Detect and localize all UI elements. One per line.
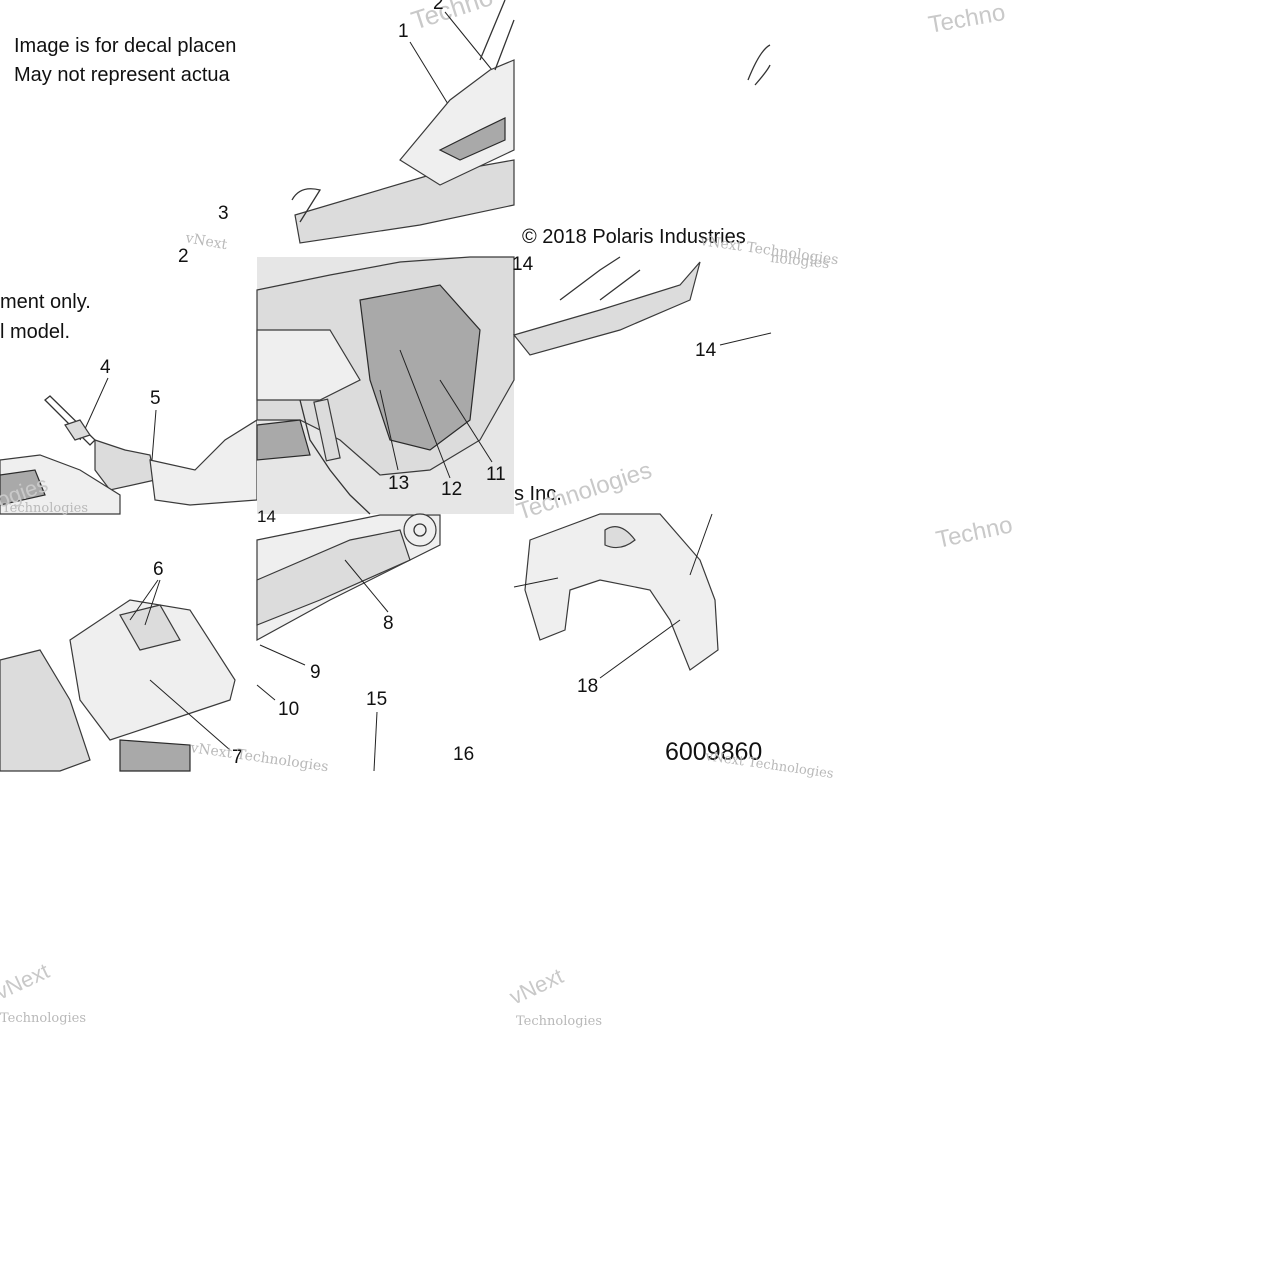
- ski-decal: [438, 117, 506, 161]
- callout-5: 5: [150, 388, 161, 409]
- rack-decal: [119, 604, 181, 651]
- tile-center: 13 12 11 14: [256, 254, 534, 515]
- note-line-1-right: ment only.: [0, 291, 91, 313]
- callout-16: 15: [366, 689, 387, 710]
- watermark-text: vNext: [0, 958, 53, 1004]
- tile-bottom-right: 18 6009860 vNext Technologies Techno: [513, 511, 1015, 782]
- note-line-2-right: l model.: [0, 321, 70, 343]
- shock-spring: [313, 398, 341, 462]
- gauge-pod: [94, 439, 156, 491]
- tile-middle-left: ment only. l model. 4 5 ogies Technologi…: [0, 291, 258, 516]
- leader-line-top: [689, 513, 713, 576]
- snowflap: [119, 739, 191, 772]
- callout-7: 7: [232, 747, 243, 768]
- spindle-2: [559, 256, 641, 301]
- watermark-text: Techno: [408, 0, 497, 36]
- leader-line-16: [373, 711, 378, 772]
- leader-line-7: [149, 679, 231, 751]
- bumper-hole: [604, 526, 636, 549]
- callout-11: 11: [486, 464, 506, 485]
- hood: [149, 418, 258, 506]
- idler-wheel: [403, 513, 437, 547]
- callout-14b: 14: [257, 507, 276, 526]
- callout-9: 9: [310, 662, 321, 683]
- side-panel-decal: [359, 284, 481, 451]
- chassis-decal: [256, 329, 361, 401]
- callout-18: 18: [577, 676, 598, 697]
- leader-line-13: [379, 389, 399, 471]
- seat: [0, 649, 91, 772]
- leader-line-2: [444, 11, 493, 71]
- leader-line-10: [256, 684, 276, 701]
- note-line-1-left: Image is for decal placen: [14, 35, 236, 57]
- tile-top-middle: Techno 1 2: [291, 0, 515, 244]
- note-line-2-left: May not represent actua: [14, 64, 231, 86]
- tile-bottom-left: 6 7 vNext Technologies: [0, 559, 329, 775]
- leader-line-12: [399, 349, 451, 479]
- watermark-text: Techno: [926, 0, 1007, 39]
- callout-13: 13: [388, 473, 409, 494]
- shroud-lower: [256, 419, 311, 461]
- callout-12: 12: [441, 479, 462, 500]
- leader-line-left: [513, 577, 559, 588]
- leader-line-6a: [129, 579, 159, 621]
- watermark-text: vNext: [506, 963, 568, 1009]
- leader-line-15: [719, 332, 772, 346]
- leader-line-11: [439, 379, 493, 463]
- watermark-text: vNext Technologies: [188, 740, 329, 775]
- callout-17: 16: [453, 744, 474, 765]
- stray-fragments: vNext Technologies vNext Technologies: [0, 958, 602, 1029]
- leader-line-8: [344, 559, 389, 613]
- watermark-text: Technologies: [516, 1014, 602, 1029]
- throttle-block: [64, 419, 91, 441]
- leader-line-9: [259, 644, 306, 666]
- idler-hub: [413, 523, 427, 537]
- bumper-fragment: [747, 44, 771, 86]
- rear-rack: [69, 599, 236, 741]
- ski-tip: [291, 188, 322, 223]
- watermark-text: vNext Technologies: [703, 749, 834, 782]
- tile-top-left: Image is for decal placen May not repres…: [14, 35, 236, 267]
- bumper-panel: [524, 513, 719, 671]
- figure-number: 6009860: [665, 738, 762, 766]
- watermark-text: Technologies: [2, 501, 88, 516]
- shock-absorber: [299, 399, 371, 515]
- callout-2: 2: [433, 0, 444, 14]
- callout-2b: 2: [178, 246, 189, 267]
- ski-runner: [294, 159, 515, 244]
- callout-15: 14: [695, 340, 717, 361]
- callout-1: 1: [398, 21, 409, 42]
- leader-line-18: [599, 619, 681, 679]
- callout-4: 4: [100, 357, 111, 378]
- windshield: [0, 454, 121, 515]
- leader-line-5: [151, 409, 157, 461]
- watermark-text: vNext: [183, 230, 228, 253]
- leader-line-6b: [144, 579, 161, 626]
- ski-2: [512, 261, 701, 356]
- tile-top-right: © 2018 Polaris Industries vNext Technolo…: [522, 0, 1007, 272]
- watermark-text: nologies: [770, 250, 831, 272]
- callout-3: 3: [218, 203, 229, 224]
- handlebar-left: [44, 395, 96, 446]
- watermark-text: Techno: [934, 511, 1015, 554]
- spindle: [399, 59, 515, 186]
- callout-14: 14: [512, 254, 534, 275]
- callout-8: 8: [383, 613, 394, 634]
- callout-10: 10: [278, 699, 299, 720]
- a-arm: [479, 0, 515, 71]
- tile-bottom-middle: 8 9 10 15 16 14: [256, 507, 474, 772]
- track: [256, 529, 411, 626]
- copyright-main: © 2018 Polaris Industries: [522, 226, 746, 248]
- watermark-text: Technologies: [0, 1011, 86, 1026]
- callout-6: 6: [153, 559, 164, 580]
- copyright-tail: s Inc.: [514, 483, 562, 505]
- windshield-decal: [0, 469, 46, 506]
- tile-middle-right: 14 s Inc. Technologies: [512, 256, 772, 526]
